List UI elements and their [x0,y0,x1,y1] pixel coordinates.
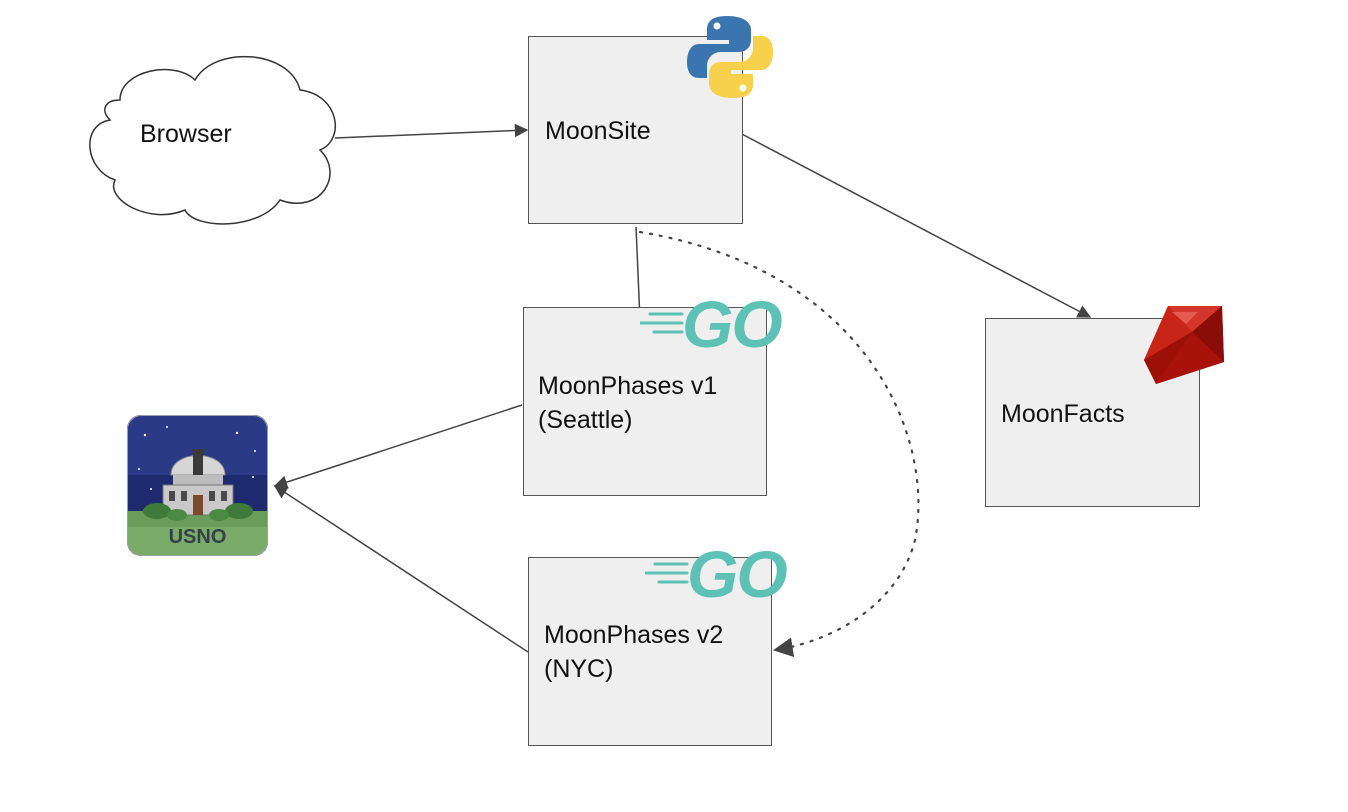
browser-label: Browser [140,120,232,148]
edge-moonsite-to-moonphases-v2-dotted [638,230,920,658]
usno-logo-icon: USNO [127,415,268,556]
moonsite-node [528,36,743,224]
moonphases-v1-label-line2: (Seattle) [538,406,633,434]
ruby-logo-icon [1144,306,1224,384]
moonphases-v1-node [523,307,767,496]
moonphases-v2-label-line2: (NYC) [544,655,614,683]
edge-moonphases-v2-to-usno [273,485,529,653]
moonfacts-label: MoonFacts [1001,400,1125,428]
moonphases-v2-label-line1: MoonPhases v2 [544,621,724,649]
edge-browser-to-moonsite [334,123,529,139]
go-logo-icon: GO [645,537,805,611]
edge-moonphases-v1-to-usno [273,404,523,489]
browser-cloud-shape [89,55,336,225]
moonphases-v1-label-line1: MoonPhases v1 [538,372,718,400]
moonsite-label: MoonSite [545,117,651,145]
go-logo-text: GO [682,287,783,361]
edge-moonsite-to-moonfacts [737,131,1092,318]
moonphases-v2-node [528,557,772,746]
python-logo-icon [687,16,773,98]
usno-label: USNO [169,526,227,548]
go-logo-text: GO [687,537,788,611]
go-logo-icon: GO [640,287,800,361]
edge-moonsite-to-moonphases-v1 [632,226,647,322]
